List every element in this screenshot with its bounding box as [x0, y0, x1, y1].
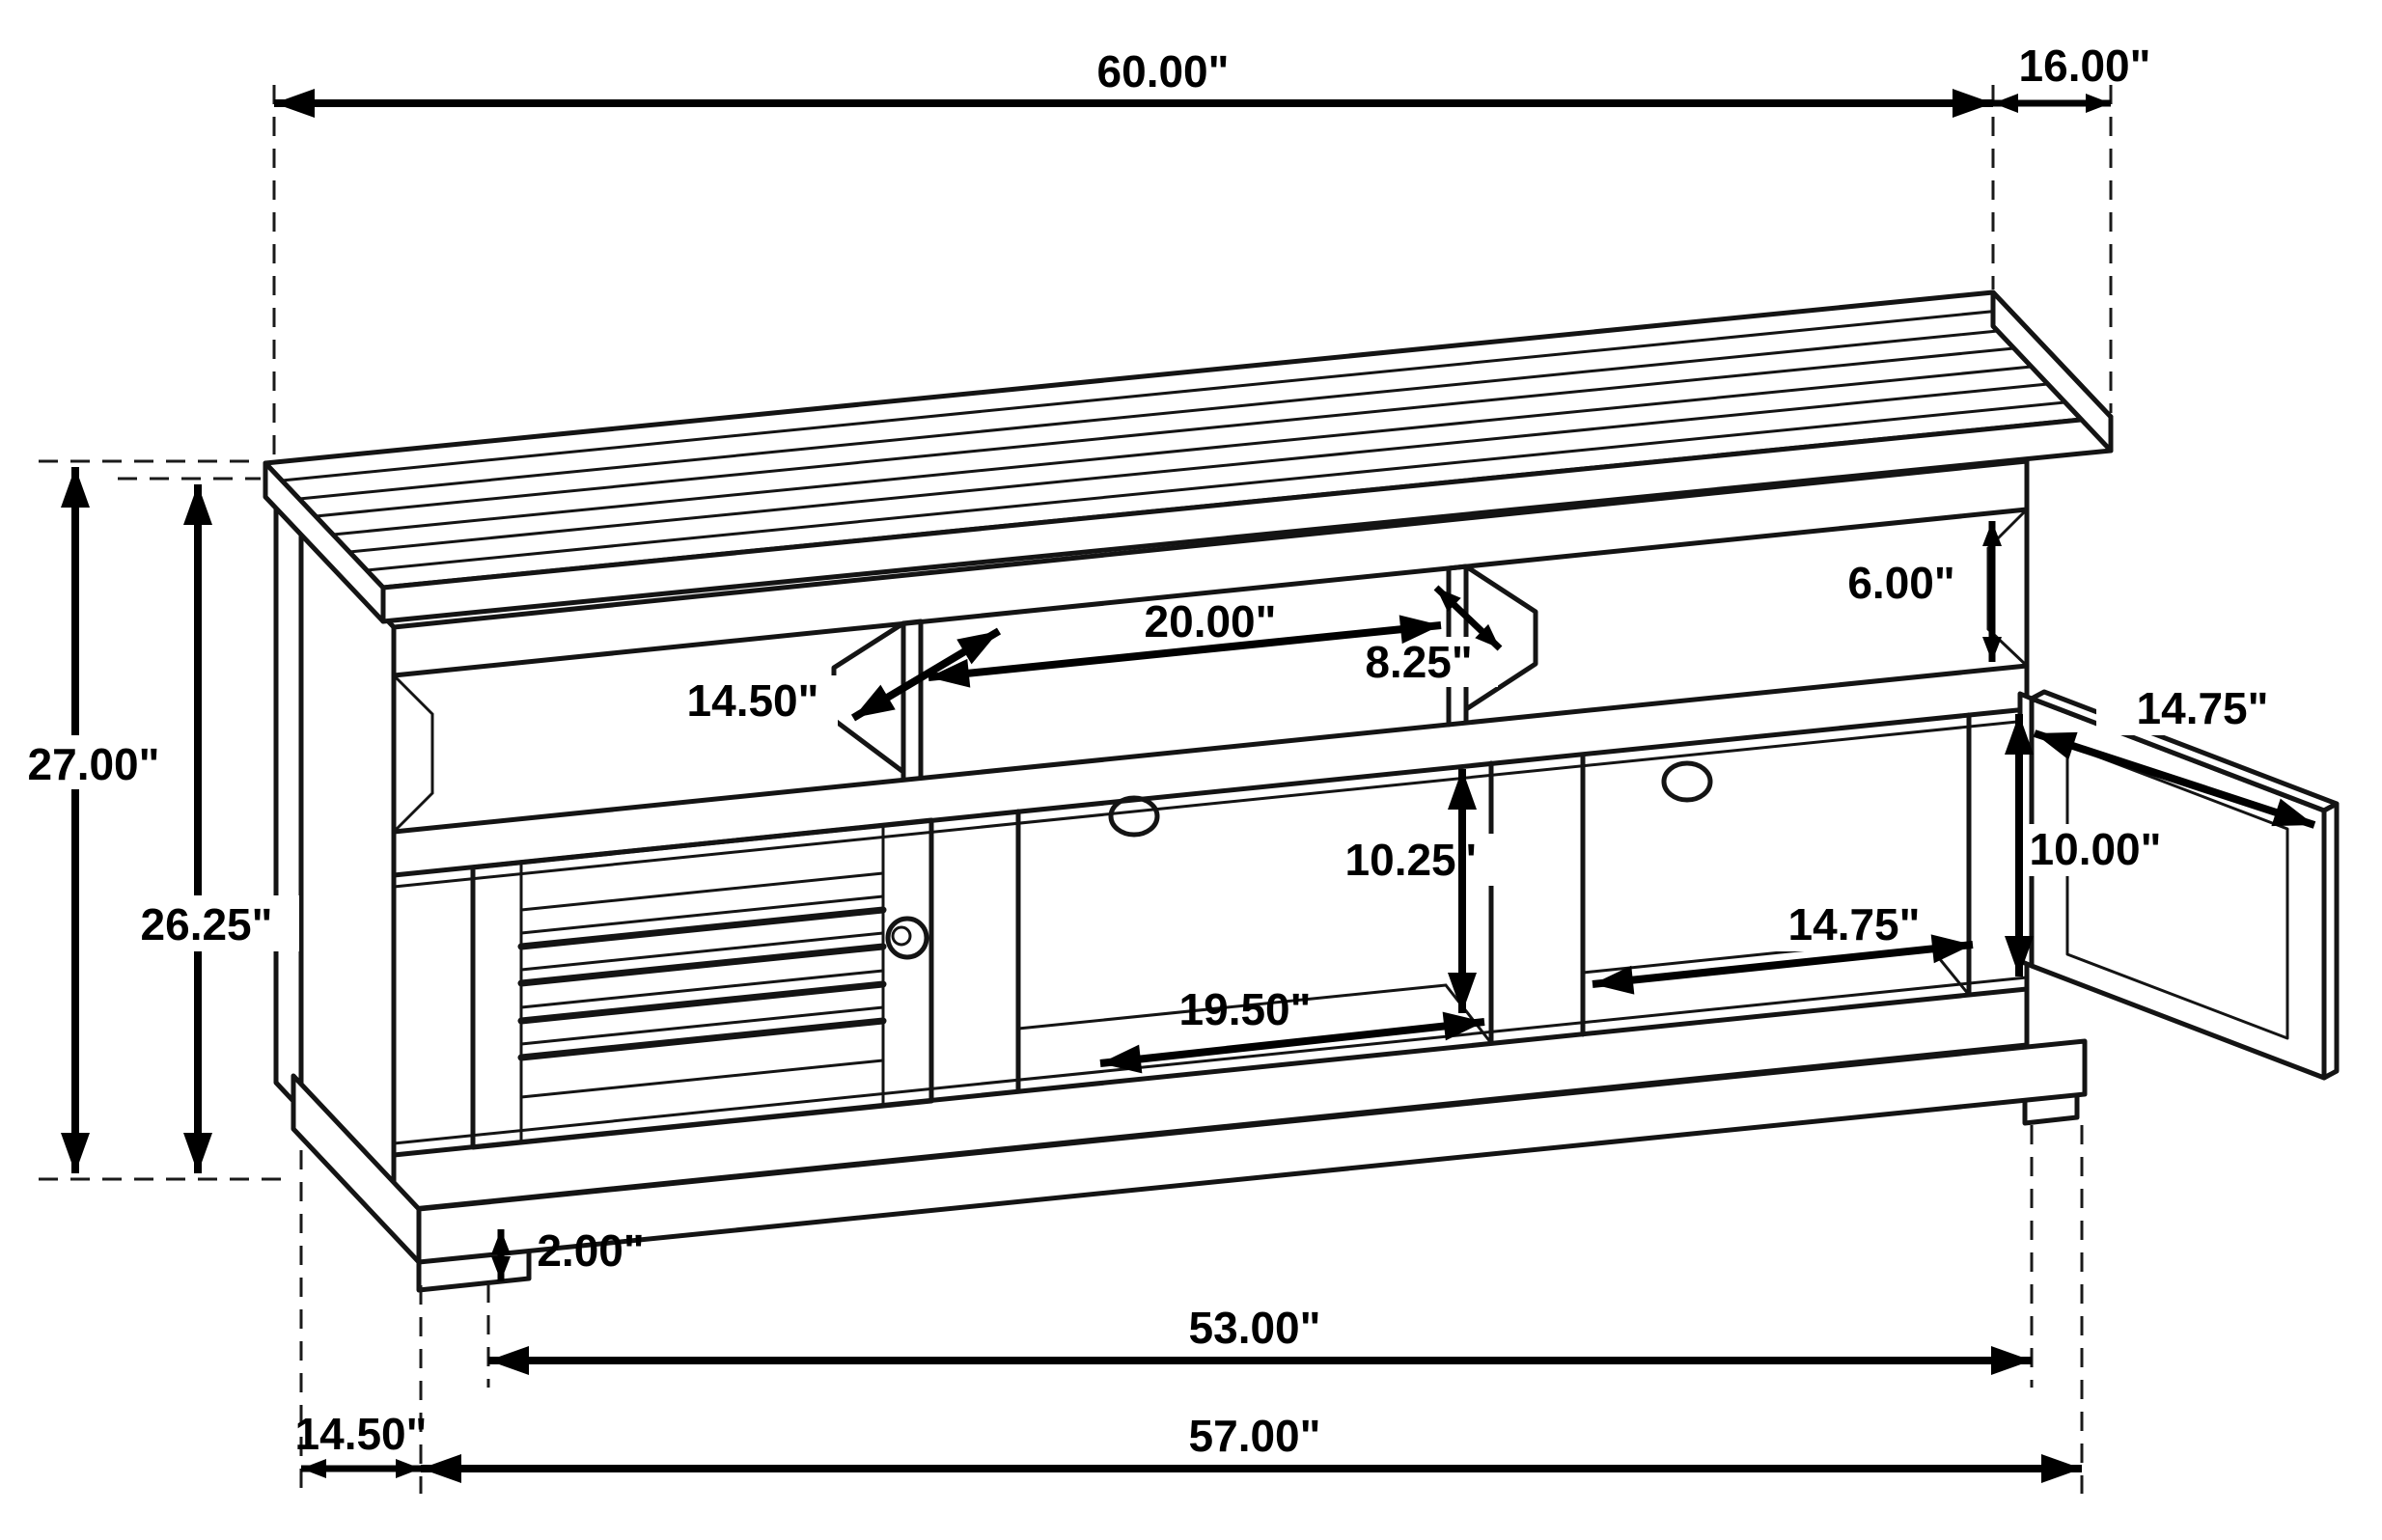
slatted-top	[263, 289, 2114, 624]
dim-label-side-opening: 14.75"	[1788, 899, 1921, 949]
arrow-shelf-depth	[850, 627, 1002, 722]
louver-slats	[517, 894, 887, 1061]
dim-label-hutch-opening: 6.00"	[1847, 558, 1954, 608]
dim-label-top-depth: 16.00"	[2019, 41, 2151, 91]
dim-label-base-depth: 14.50"	[295, 1409, 428, 1459]
plinth-front	[416, 1038, 2088, 1265]
top-planks	[280, 308, 2096, 572]
arrow-center-opening-width	[1099, 1011, 1485, 1074]
dim-label-overall-height: 27.00"	[28, 739, 160, 789]
dim-label-center-shelf-width: 20.00"	[1145, 596, 1277, 646]
dim-label-divider-depth: 8.25"	[1365, 637, 1472, 687]
cable-hole-center	[1108, 795, 1160, 838]
dim-label-body-height: 26.25"	[141, 899, 273, 949]
cable-hole-right	[1661, 760, 1713, 803]
louvered-door	[470, 817, 934, 1150]
top-right-band	[1990, 289, 2114, 454]
cabinet-drawing	[263, 289, 2340, 1293]
arrow-divider-depth	[1433, 585, 1503, 651]
dim-label-door-height: 10.00"	[2030, 824, 2162, 874]
dim-label-overall-width: 60.00"	[1097, 46, 1230, 96]
dim-label-door-width: 14.75"	[2137, 683, 2269, 733]
dim-label-base-width: 57.00"	[1189, 1411, 1321, 1461]
dim-label-opening-height: 10.25"	[1345, 835, 1478, 885]
dimension-labels: 60.00" 16.00" 27.00" 26.25" 6.00" 20.00"…	[28, 41, 2269, 1461]
arrow-door-width	[2033, 729, 2316, 829]
open-right-door	[2017, 689, 2340, 1081]
dim-label-shelf-depth: 14.50"	[687, 675, 819, 726]
dim-label-leg-span: 53.00"	[1189, 1303, 1321, 1353]
top-left-band	[263, 460, 386, 624]
label-backgrounds-over	[14, 735, 299, 951]
dim-label-base-height: 2.00"	[537, 1225, 644, 1276]
arrow-side-opening-width	[1592, 934, 1974, 995]
door-knob-inner	[891, 925, 912, 947]
door-right-band	[2321, 801, 2340, 1081]
top-rail-bottom	[391, 507, 2030, 678]
dimension-arrows	[61, 89, 2316, 1483]
dim-label-center-opening: 19.50"	[1179, 984, 1312, 1034]
arrow-center-shelf-width	[928, 615, 1442, 688]
door-knob	[885, 916, 929, 960]
